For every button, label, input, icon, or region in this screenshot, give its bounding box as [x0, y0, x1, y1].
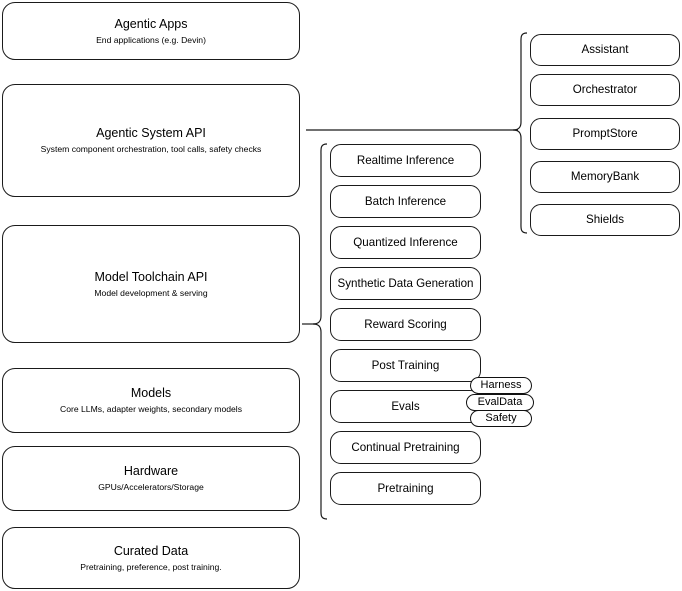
capability-evals[interactable]: Evals	[330, 390, 481, 423]
capability-batch-inference[interactable]: Batch Inference	[330, 185, 481, 218]
badge-harness[interactable]: Harness	[470, 377, 532, 394]
badge-safety[interactable]: Safety	[470, 410, 532, 427]
layer-title: Models	[130, 386, 172, 400]
layer-subtitle: Pretraining, preference, post training.	[80, 561, 222, 572]
layer-subtitle: GPUs/Accelerators/Storage	[98, 482, 204, 492]
capability-label: Quantized Inference	[353, 235, 458, 249]
capability-reward-scoring[interactable]: Reward Scoring	[330, 308, 481, 341]
capability-label: Realtime Inference	[356, 153, 455, 167]
layer-model-toolchain-api[interactable]: Model Toolchain API Model development & …	[2, 225, 300, 343]
layer-subtitle: System component orchestration, tool cal…	[40, 144, 262, 154]
layer-curated-data[interactable]: Curated Data Pretraining, preference, po…	[2, 527, 300, 589]
component-label: Shields	[585, 213, 625, 226]
component-assistant[interactable]: Assistant	[530, 34, 680, 66]
capability-post-training[interactable]: Post Training	[330, 349, 481, 382]
capability-quantized-inference[interactable]: Quantized Inference	[330, 226, 481, 259]
component-label: PromptStore	[572, 127, 638, 140]
capability-label: Post Training	[371, 358, 440, 372]
layer-hardware[interactable]: Hardware GPUs/Accelerators/Storage	[2, 446, 300, 511]
layer-agentic-apps[interactable]: Agentic Apps End applications (e.g. Devi…	[2, 2, 300, 60]
badge-evaldata[interactable]: EvalData	[466, 394, 534, 411]
component-memorybank[interactable]: MemoryBank	[530, 161, 680, 193]
component-promptstore[interactable]: PromptStore	[530, 118, 680, 150]
layer-subtitle: Core LLMs, adapter weights, secondary mo…	[60, 404, 242, 414]
capability-label: Pretraining	[377, 481, 434, 495]
component-label: Assistant	[581, 43, 629, 56]
capability-continual-pretraining[interactable]: Continual Pretraining	[330, 431, 481, 464]
brace-right-components	[512, 32, 528, 234]
component-orchestrator[interactable]: Orchestrator	[530, 74, 680, 106]
capability-realtime-inference[interactable]: Realtime Inference	[330, 144, 481, 177]
capability-label: Continual Pretraining	[351, 440, 460, 454]
layer-title: Agentic System API	[96, 126, 206, 140]
layer-title: Curated Data	[113, 543, 189, 558]
layer-title: Agentic Apps	[114, 16, 188, 31]
brace-middle-capabilities	[312, 143, 328, 520]
capability-label: Batch Inference	[364, 194, 447, 208]
layer-subtitle: End applications (e.g. Devin)	[96, 34, 206, 45]
layer-models[interactable]: Models Core LLMs, adapter weights, secon…	[2, 368, 300, 433]
layer-title: Hardware	[123, 464, 179, 478]
component-shields[interactable]: Shields	[530, 204, 680, 236]
capability-label: Synthetic Data Generation	[337, 276, 474, 290]
component-label: MemoryBank	[570, 170, 640, 183]
component-label: Orchestrator	[572, 83, 638, 96]
capability-pretraining[interactable]: Pretraining	[330, 472, 481, 505]
layer-title: Model Toolchain API	[94, 269, 208, 284]
capability-label: Reward Scoring	[364, 317, 447, 331]
capability-label: Evals	[391, 399, 420, 413]
capability-synthetic-data-generation[interactable]: Synthetic Data Generation	[330, 267, 481, 300]
layer-agentic-system-api[interactable]: Agentic System API System component orch…	[2, 84, 300, 197]
layer-subtitle: Model development & serving	[94, 287, 208, 298]
